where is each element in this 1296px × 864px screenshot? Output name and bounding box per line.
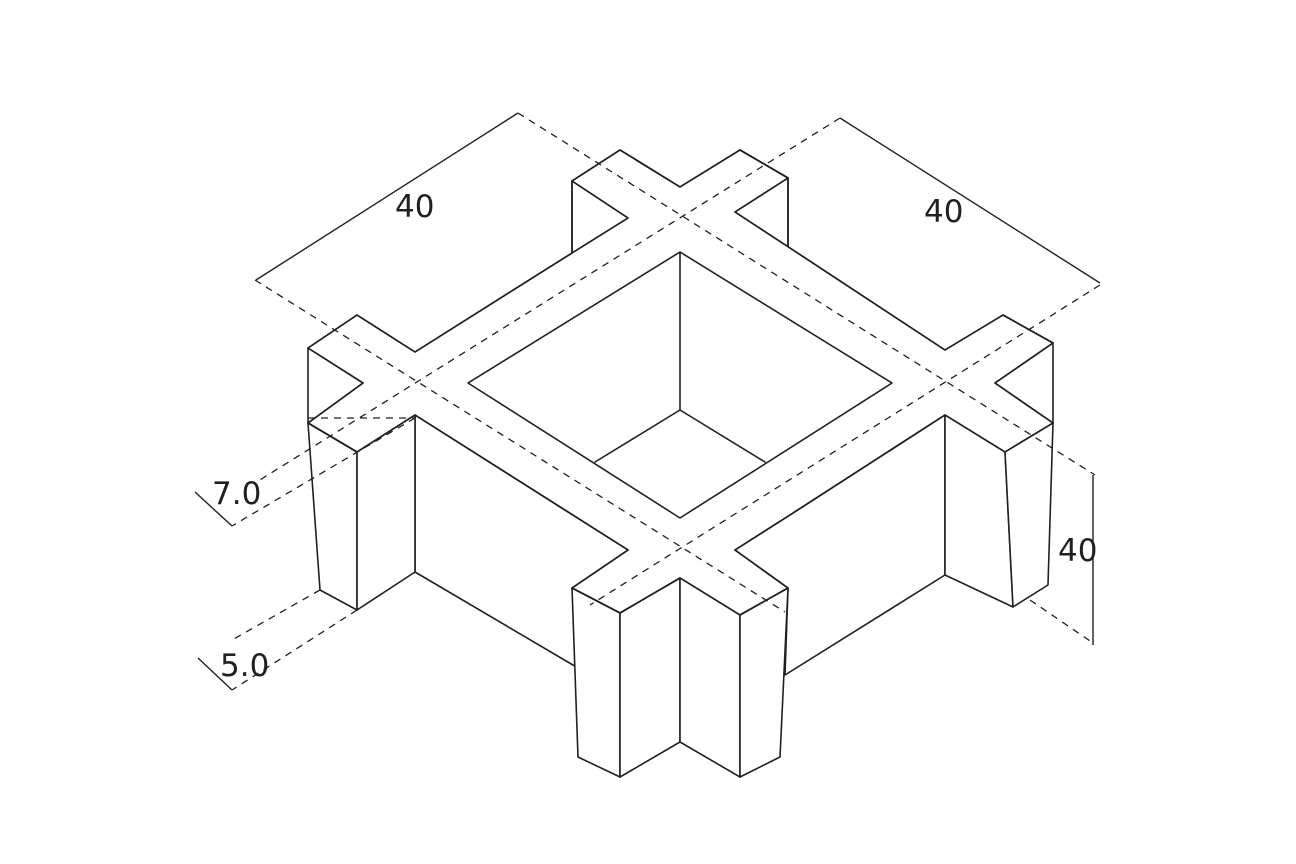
height-label: 40: [1058, 533, 1097, 569]
length-right-label: 40: [924, 194, 963, 230]
bottom-thickness-label: 5.0: [220, 648, 269, 684]
front-cross-arm: [571, 577, 789, 778]
center-opening: [467, 251, 893, 519]
length-left-label: 40: [395, 189, 434, 225]
top-thickness-label: 7.0: [212, 476, 261, 512]
left-wall: [307, 414, 629, 669]
centerlines: [231, 112, 1101, 691]
dimension-lines: [194, 112, 1101, 691]
